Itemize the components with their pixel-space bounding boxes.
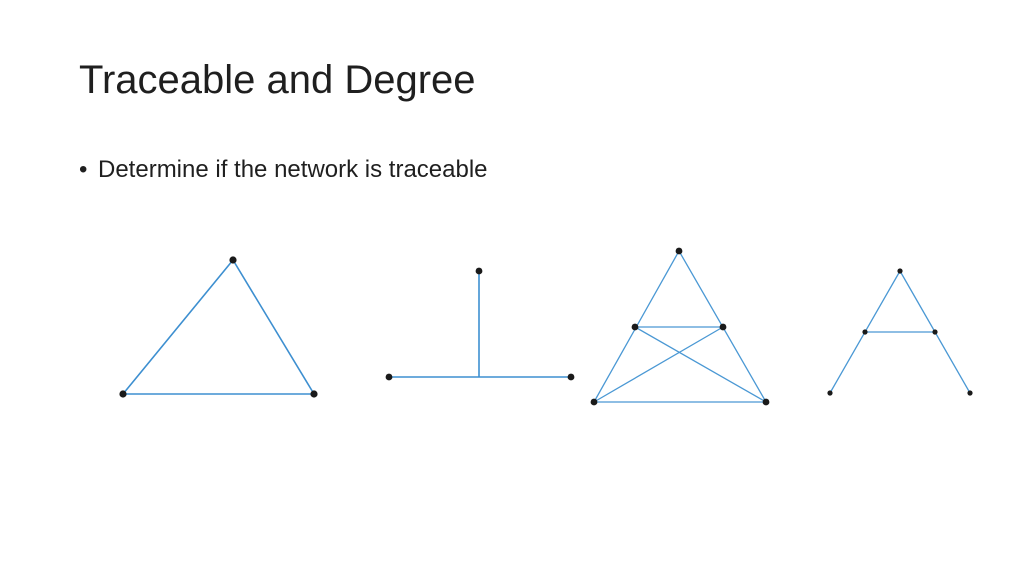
vertex bbox=[862, 329, 868, 335]
vertex bbox=[967, 390, 973, 396]
vertex bbox=[385, 373, 393, 381]
edge bbox=[634, 326, 767, 403]
bullet-item: • Determine if the network is traceable bbox=[79, 156, 488, 184]
network-triangle-with-cross bbox=[590, 247, 770, 406]
vertex bbox=[897, 268, 903, 274]
vertex bbox=[675, 247, 683, 255]
vertex bbox=[827, 390, 833, 396]
edge bbox=[232, 259, 315, 395]
vertex bbox=[310, 390, 318, 398]
edge bbox=[122, 259, 234, 395]
vertex bbox=[762, 398, 770, 406]
vertex bbox=[475, 267, 483, 275]
bullet-list: • Determine if the network is traceable bbox=[79, 156, 488, 184]
vertex bbox=[590, 398, 598, 406]
vertex bbox=[229, 256, 237, 264]
network-triangle bbox=[119, 256, 318, 398]
vertex bbox=[119, 390, 127, 398]
bullet-text: Determine if the network is traceable bbox=[98, 156, 488, 183]
network-t-shape bbox=[385, 267, 575, 381]
bullet-marker: • bbox=[79, 156, 88, 183]
vertex bbox=[719, 323, 727, 331]
vertex bbox=[631, 323, 639, 331]
slide-title: Traceable and Degree bbox=[79, 58, 476, 102]
vertex bbox=[567, 373, 575, 381]
network-a-shape bbox=[827, 268, 973, 396]
edge bbox=[593, 326, 724, 403]
vertex bbox=[932, 329, 938, 335]
